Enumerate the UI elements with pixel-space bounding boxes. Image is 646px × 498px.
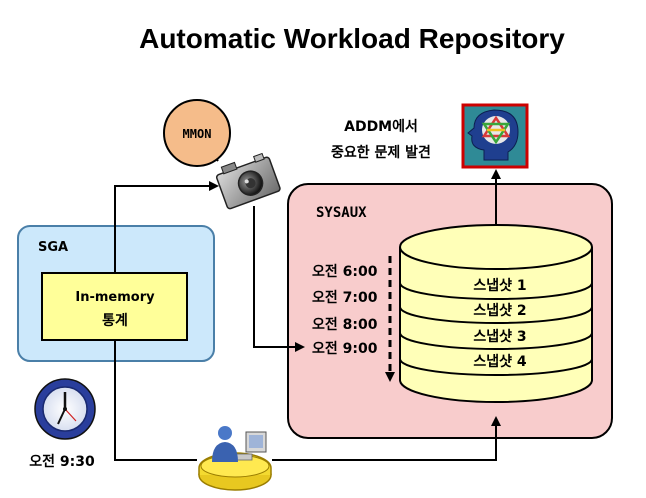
snapshot-1-label: 스냅샷 1 bbox=[473, 278, 526, 294]
time-label-9am: 오전 9:00 bbox=[312, 340, 378, 357]
camera-icon bbox=[215, 152, 281, 210]
clock-time-label: 오전 9:30 bbox=[29, 453, 95, 470]
stats-to-user-line bbox=[114, 340, 197, 461]
addm-finding-label: 중요한 문제 발견 bbox=[331, 144, 431, 161]
camera-to-sysaux-arrow bbox=[253, 206, 305, 352]
timeline-arrowhead bbox=[385, 372, 395, 382]
snapshot-3-label: 스냅샷 3 bbox=[473, 329, 526, 345]
page-title: Automatic Workload Repository bbox=[139, 23, 565, 54]
mmon-circle bbox=[163, 99, 231, 167]
mmon-label: MMON bbox=[183, 127, 212, 141]
in-memory-stats-box bbox=[41, 272, 188, 341]
brain-head-icon bbox=[461, 103, 529, 169]
user-at-workstation-icon bbox=[198, 426, 272, 491]
in-memory-label: In-memory bbox=[75, 290, 155, 305]
time-label-8am: 오전 8:00 bbox=[312, 316, 378, 333]
time-label-7am: 오전 7:00 bbox=[312, 289, 378, 306]
addm-label: ADDM에서 bbox=[344, 119, 418, 135]
snapshot-4-label: 스냅샷 4 bbox=[473, 354, 527, 370]
user-to-repository-arrow bbox=[272, 416, 501, 461]
snapshot-2-label: 스냅샷 2 bbox=[473, 303, 526, 319]
sga-label: SGA bbox=[38, 240, 68, 255]
sysaux-label: SYSAUX bbox=[316, 205, 367, 221]
time-label-6am: 오전 6:00 bbox=[312, 263, 378, 280]
stats-to-camera-arrow bbox=[114, 181, 219, 273]
clock-icon bbox=[34, 378, 96, 440]
stats-label: 통계 bbox=[102, 313, 128, 329]
